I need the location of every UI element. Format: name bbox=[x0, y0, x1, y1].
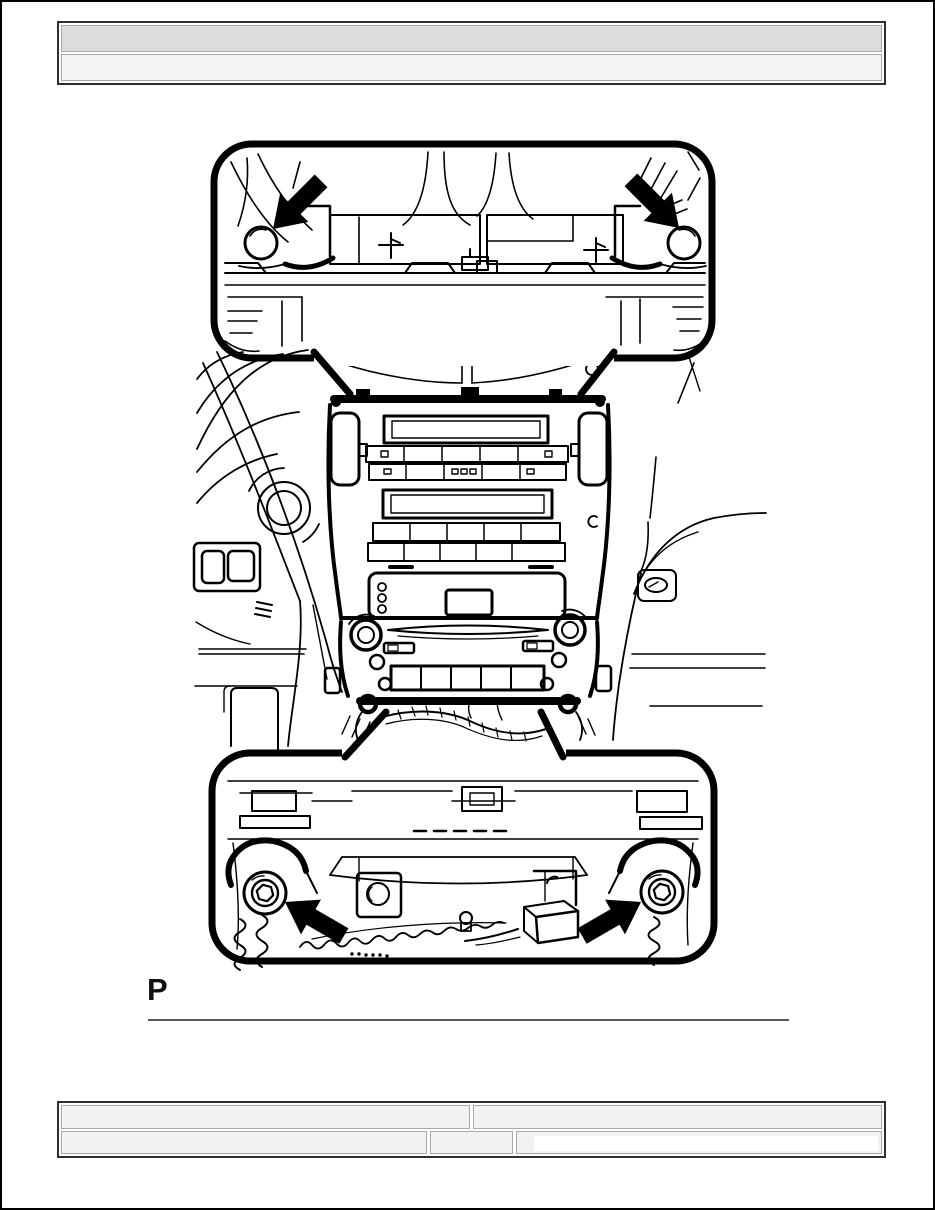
header-row-2 bbox=[61, 54, 882, 81]
footer-cell-r1c2 bbox=[473, 1105, 882, 1129]
dashboard-left-context bbox=[192, 349, 343, 750]
footer-input[interactable] bbox=[533, 1135, 878, 1151]
footer-row-2 bbox=[61, 1130, 882, 1154]
hazard-panel bbox=[367, 571, 567, 620]
upper-left-clip bbox=[243, 225, 279, 261]
header-row-1 bbox=[61, 25, 882, 52]
nav-display bbox=[382, 414, 550, 445]
header-cell-subtitle bbox=[61, 54, 882, 81]
cd-slot bbox=[387, 624, 549, 635]
arrow-lower-left-icon bbox=[285, 899, 349, 944]
header-table bbox=[57, 21, 886, 85]
coiled-cable bbox=[299, 920, 505, 950]
arrow-upper-right-icon bbox=[624, 173, 679, 228]
arrow-lower-right-icon bbox=[577, 899, 641, 944]
dashboard-right-context bbox=[612, 362, 767, 741]
callout-upper-clips bbox=[210, 140, 716, 398]
footer-row-1 bbox=[61, 1105, 882, 1129]
arrow-upper-left-icon bbox=[273, 174, 328, 229]
wiring-below-unit bbox=[355, 699, 583, 742]
footer-cell-r2c3 bbox=[515, 1130, 882, 1154]
right-knob bbox=[553, 613, 587, 647]
lower-right-bolt bbox=[639, 869, 685, 915]
footer-cell-r2c2 bbox=[430, 1130, 513, 1154]
center-cluster-unit bbox=[323, 387, 613, 739]
note-letter: P bbox=[147, 972, 168, 1007]
wire-connector bbox=[534, 909, 580, 945]
callout-lower-clips bbox=[208, 708, 718, 971]
footer-cell-r2c1 bbox=[61, 1130, 428, 1154]
climate-display bbox=[381, 488, 554, 520]
footer-table bbox=[57, 1101, 886, 1158]
left-knob bbox=[349, 618, 383, 652]
divider-rule bbox=[148, 1019, 789, 1021]
footer-cell-r1c1 bbox=[61, 1105, 470, 1129]
lower-left-bolt bbox=[242, 870, 288, 916]
upper-right-clip bbox=[666, 225, 702, 261]
header-cell-title bbox=[61, 25, 882, 52]
